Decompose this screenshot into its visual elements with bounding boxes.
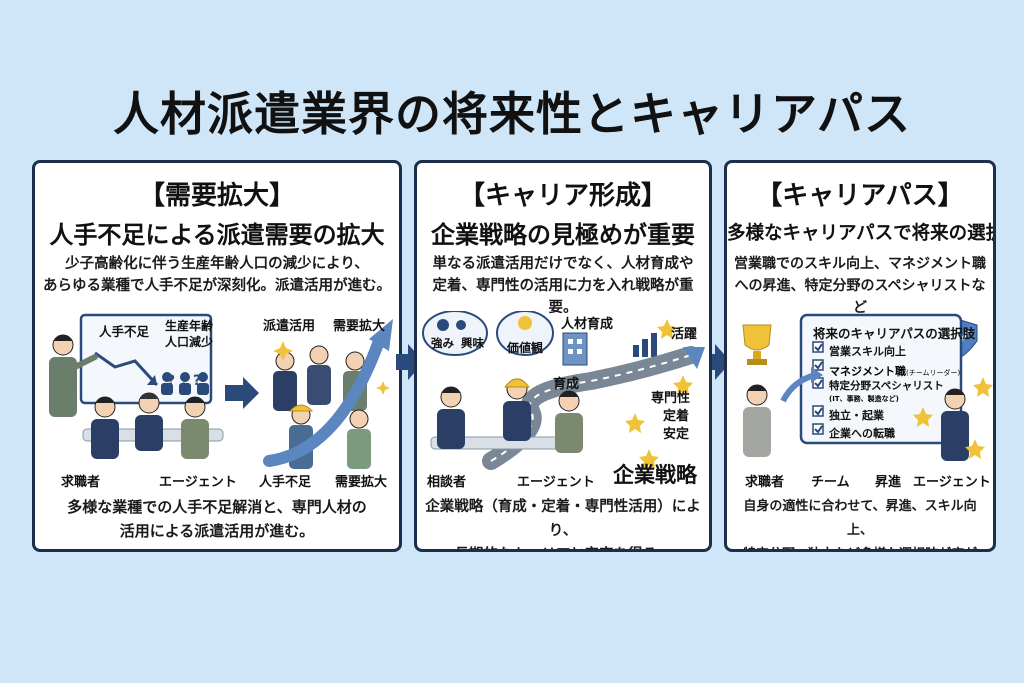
panel-demand-expansion: 【需要拡大】 人手不足による派遣需要の拡大 少子高齢化に伴う生産年齢人口の減少に… — [32, 160, 402, 552]
board-label: 人手不足 — [99, 324, 150, 339]
side-label: 定着 — [663, 409, 690, 424]
check-icon — [812, 341, 824, 435]
top-label: 活躍 — [671, 327, 698, 342]
top-label: 育成 — [553, 377, 580, 392]
bubble-label: 強み — [431, 336, 454, 350]
hardhat-icon — [503, 378, 531, 388]
lightbulb-icon — [518, 316, 532, 330]
bottom-label: エージェント — [159, 475, 237, 490]
bar-chart-icon — [633, 333, 657, 357]
illustration-career — [422, 311, 705, 470]
panel-heading: 【キャリア形成】 — [458, 181, 667, 211]
panel-footer: 自身の適性に合わせて、昇進、スキル向上、 特定分野、独立など多様な選択肢が広がる… — [743, 499, 977, 549]
checklist-note: (チームリーダー) — [906, 369, 961, 377]
top-label: 需要拡大 — [333, 319, 386, 334]
bubble-label: 価値観 — [507, 341, 544, 355]
panel-footer: 多様な業種での人手不足解消と、専門人材の 活用による派遣活用が進む。 — [67, 498, 367, 540]
panel-subheading: 人手不足による派遣需要の拡大 — [49, 221, 385, 249]
star-icon — [913, 377, 993, 459]
panel-heading: 【需要拡大】 — [138, 181, 295, 211]
consultation-people-icon — [437, 378, 583, 453]
question-marks: ? ? ? — [167, 373, 202, 389]
meeting-people-icon — [91, 392, 209, 459]
growth-arrow-icon — [263, 335, 385, 467]
side-label: 専門性 — [651, 391, 691, 406]
top-label: 派遣活用 — [263, 319, 316, 334]
panel-career-formation: 【キャリア形成】 企業戦略の見極めが重要 単なる派遣活用だけでなく、人材育成や … — [414, 160, 712, 552]
star-icon — [625, 319, 693, 469]
illustration-path — [742, 313, 993, 461]
panel-description: 営業職でのスキル向上、マネジメント職 への昇進、特定分野のスペシャリストなど — [734, 256, 986, 316]
panel-career-path: 【キャリアパス】 多様なキャリアパスで将来の選択肢 営業職でのスキル向上、マネジ… — [724, 160, 996, 552]
gear-icon — [437, 319, 466, 331]
panel-description: 少子高齢化に伴う生産年齢人口の減少により、 あらゆる業種で人手不足が深刻化。派遣… — [43, 256, 391, 294]
values-bubble — [496, 311, 554, 356]
connector-arrow-icon — [703, 344, 731, 380]
road-arrow-icon — [683, 347, 705, 369]
bottom-label: チーム — [811, 475, 850, 490]
sparkle-icon — [273, 341, 390, 395]
panel-heading: 【キャリアパス】 — [756, 181, 964, 211]
board-label: 生産年齢 — [165, 319, 214, 333]
bottom-label: 需要拡大 — [335, 475, 388, 490]
trophy-icon — [742, 324, 772, 365]
checklist-item: 企業への転職 — [829, 427, 895, 440]
checkmark-icon — [814, 343, 823, 434]
page-title: 人材派遣業界の将来性とキャリアパス — [112, 87, 912, 141]
flow-arrow-icon — [225, 377, 259, 409]
top-label: 人材育成 — [561, 317, 614, 332]
presenter-icon — [49, 334, 98, 417]
workers-group-icon — [273, 345, 371, 469]
connector-arrow-icon — [396, 344, 424, 380]
checklist-note: (IT、事務、製造など) — [829, 395, 899, 403]
decline-chart-line — [94, 351, 159, 387]
bottom-label: 相談者 — [427, 475, 467, 490]
bottom-label: エージェント — [913, 475, 991, 490]
job-seeker-icon — [743, 384, 771, 457]
bottom-label: 求職者 — [61, 475, 101, 490]
panel-description: 単なる派遣活用だけでなく、人材育成や 定着、専門性の活用に力を入れ戦略が重要。 — [432, 256, 694, 316]
panel-subheading: 企業戦略の見極めが重要 — [431, 221, 695, 249]
bottom-label: 求職者 — [745, 475, 785, 490]
panel-footer: 企業戦略（育成・定着・専門性活用）により、 長期的なキャリアと安定を得る。 — [425, 499, 701, 549]
board-label: 人口減少 — [165, 335, 214, 349]
checklist-item: 独立・起業 — [829, 409, 884, 422]
strategy-label: 企業戦略 — [613, 463, 697, 487]
hardhat-icon — [288, 404, 314, 412]
population-icons — [161, 372, 209, 395]
board-title: 将来のキャリアパスの選択肢 — [813, 326, 976, 341]
side-label: 安定 — [663, 427, 690, 442]
panel-subheading: 多様なキャリアパスで将来の選択肢 — [727, 223, 996, 244]
checklist-item: マネジメント職(チームリーダー) — [829, 365, 961, 378]
checklist-item: 特定分野スペシャリスト — [829, 380, 944, 392]
bottom-label: 昇進 — [875, 475, 902, 490]
illustration-demand — [49, 313, 393, 469]
bottom-label: 人手不足 — [259, 475, 312, 490]
building-icon — [562, 332, 588, 366]
bottom-label: エージェント — [517, 475, 595, 490]
agent-icon — [941, 388, 969, 461]
career-checklist: 営業スキル向上 マネジメント職(チームリーダー) 特定分野スペシャリスト (IT… — [829, 343, 961, 443]
checklist-item: 営業スキル向上 — [829, 345, 906, 358]
bubble-label: 興味 — [461, 336, 484, 350]
